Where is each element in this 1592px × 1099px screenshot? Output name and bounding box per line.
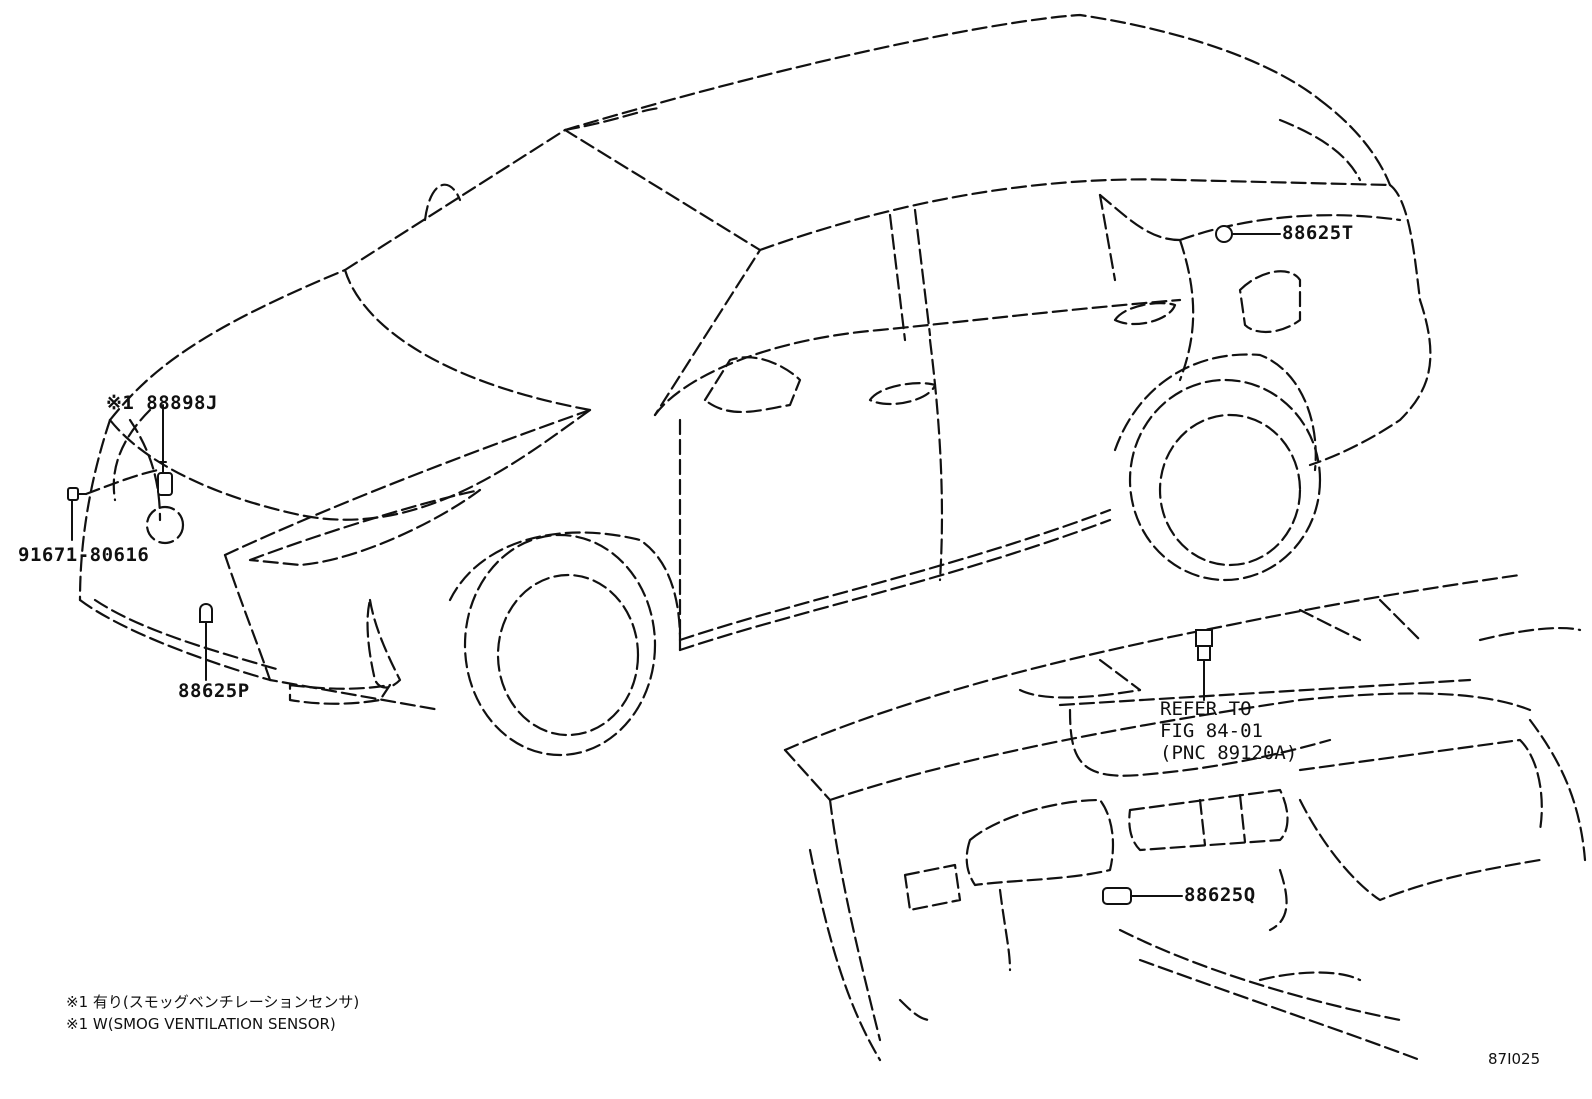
refer-line-1: REFER TO <box>1160 698 1252 720</box>
rear-sensor-callout: 88625T <box>1282 222 1354 244</box>
dashboard-outline <box>783 573 1587 1062</box>
front-sensor-part <box>199 603 213 681</box>
bolt-part <box>67 468 160 541</box>
dash-sensor-part <box>1102 887 1183 905</box>
bolt-callout: 91671-80616 <box>18 544 150 566</box>
dash-sensor-callout: 88625Q <box>1184 884 1256 906</box>
footnote-jp: ※1 有り(スモッグベンチレーションセンサ) <box>66 993 360 1011</box>
refer-part <box>1195 629 1213 701</box>
smog-sensor-part <box>157 404 173 496</box>
refer-line-2: FIG 84-01 <box>1160 720 1263 742</box>
vehicle-outline <box>78 13 1432 757</box>
refer-note: REFER TO FIG 84-01 (PNC 89120A) <box>1160 698 1297 764</box>
refer-line-3: (PNC 89120A) <box>1160 742 1298 764</box>
figure-code: 87I025 <box>1488 1050 1541 1068</box>
front-sensor-callout: 88625P <box>178 680 250 702</box>
rear-sensor-part <box>1215 225 1281 243</box>
footnote-en: ※1 W(SMOG VENTILATION SENSOR) <box>66 1015 336 1033</box>
smog-sensor-callout: ※1 88898J <box>106 392 218 414</box>
